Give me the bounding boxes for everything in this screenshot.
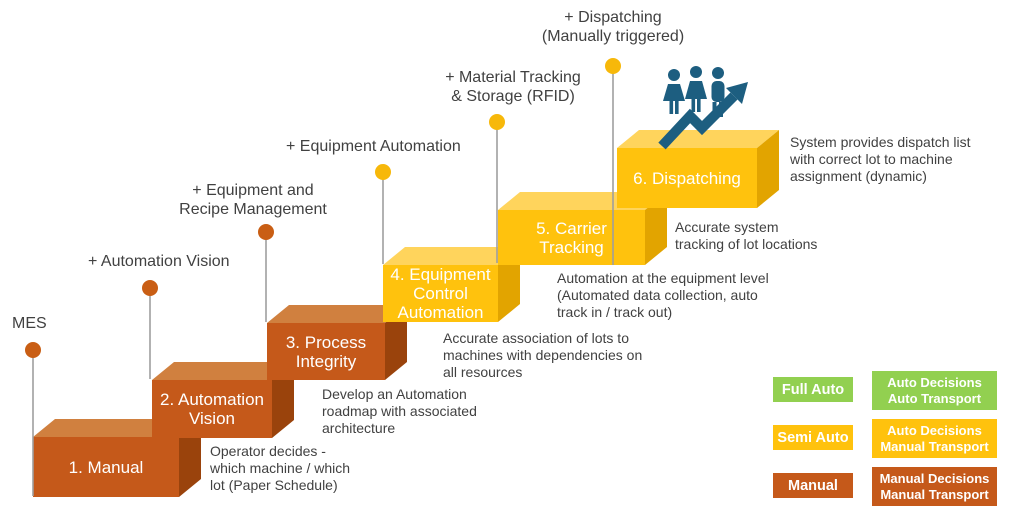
pin-label-material-tracking: + Material Tracking & Storage (RFID) (445, 69, 581, 105)
legend-desc-manual: Manual Decisions Manual Transport (872, 467, 997, 506)
pin-label-equipment-automation: + Equipment Automation (286, 138, 461, 155)
pin-label-dispatching: + Dispatching (Manually triggered) (541, 9, 685, 45)
pin-dot-equipment-recipe (258, 224, 274, 240)
step-3-side-face (385, 305, 407, 380)
step-4-description: Automation at the equipment level (Autom… (557, 270, 769, 320)
legend-desc-semi-auto: Auto Decisions Manual Transport (872, 419, 997, 458)
step-6-block (617, 130, 779, 208)
pin-label-automation-vision: + Automation Vision (88, 253, 230, 270)
pin-dot-automation-vision (142, 280, 158, 296)
pin-label-equipment-recipe: + Equipment and Recipe Management (179, 182, 327, 218)
step-1-front-face (33, 437, 179, 497)
pin-dot-mes (25, 342, 41, 358)
legend-key-semi-auto: Semi Auto (773, 425, 853, 450)
step-5-side-face (645, 192, 667, 265)
pin-label-mes: MES (12, 315, 47, 332)
step-1-side-face (179, 419, 201, 497)
step-1-description: Operator decides - which machine / which… (210, 443, 351, 493)
step-2-side-face (272, 362, 294, 438)
step-6-front-face (617, 148, 757, 208)
people-growth-arrow-icon (658, 66, 748, 150)
step-5-front-face (498, 210, 645, 265)
pin-dot-dispatching (605, 58, 621, 74)
step-2-block (152, 362, 294, 438)
step-6-description: System provides dispatch list with corre… (790, 134, 971, 184)
step-3-label: 3. Process Integrity (285, 332, 367, 371)
step-3-top-face (267, 305, 407, 323)
legend-desc-full-auto: Auto Decisions Auto Transport (872, 371, 997, 410)
step-4-label: 4. Equipment Control Automation (390, 265, 491, 322)
step-6-top-face (617, 130, 779, 148)
step-2-front-face (152, 380, 272, 438)
step-1-label: 1. Manual (68, 457, 144, 477)
step-4-top-face (383, 247, 520, 265)
step-6-side-face (757, 130, 779, 208)
step-6-label: 6. Dispatching (633, 168, 741, 188)
step-2-label: 2. Automation Vision (160, 390, 264, 428)
step-4-front-face (383, 265, 498, 322)
pin-dot-material-tracking (489, 114, 505, 130)
legend-key-full-auto: Full Auto (773, 377, 853, 402)
pin-dot-equipment-automation (375, 164, 391, 180)
step-3-block (267, 305, 407, 380)
step-5-description: Accurate system tracking of lot location… (675, 219, 818, 252)
step-2-top-face (152, 362, 294, 380)
legend-key-manual: Manual (773, 473, 853, 498)
step-4-block (383, 247, 520, 322)
step-5-label: 5. Carrier Tracking (536, 218, 607, 257)
step-4-side-face (498, 247, 520, 322)
trend-arrow-head (726, 82, 748, 104)
step-3-front-face (267, 323, 385, 380)
step-2-description: Develop an Automation roadmap with assoc… (322, 386, 477, 436)
step-3-description: Accurate association of lots to machines… (443, 330, 643, 380)
trend-arrow-line (658, 92, 738, 150)
